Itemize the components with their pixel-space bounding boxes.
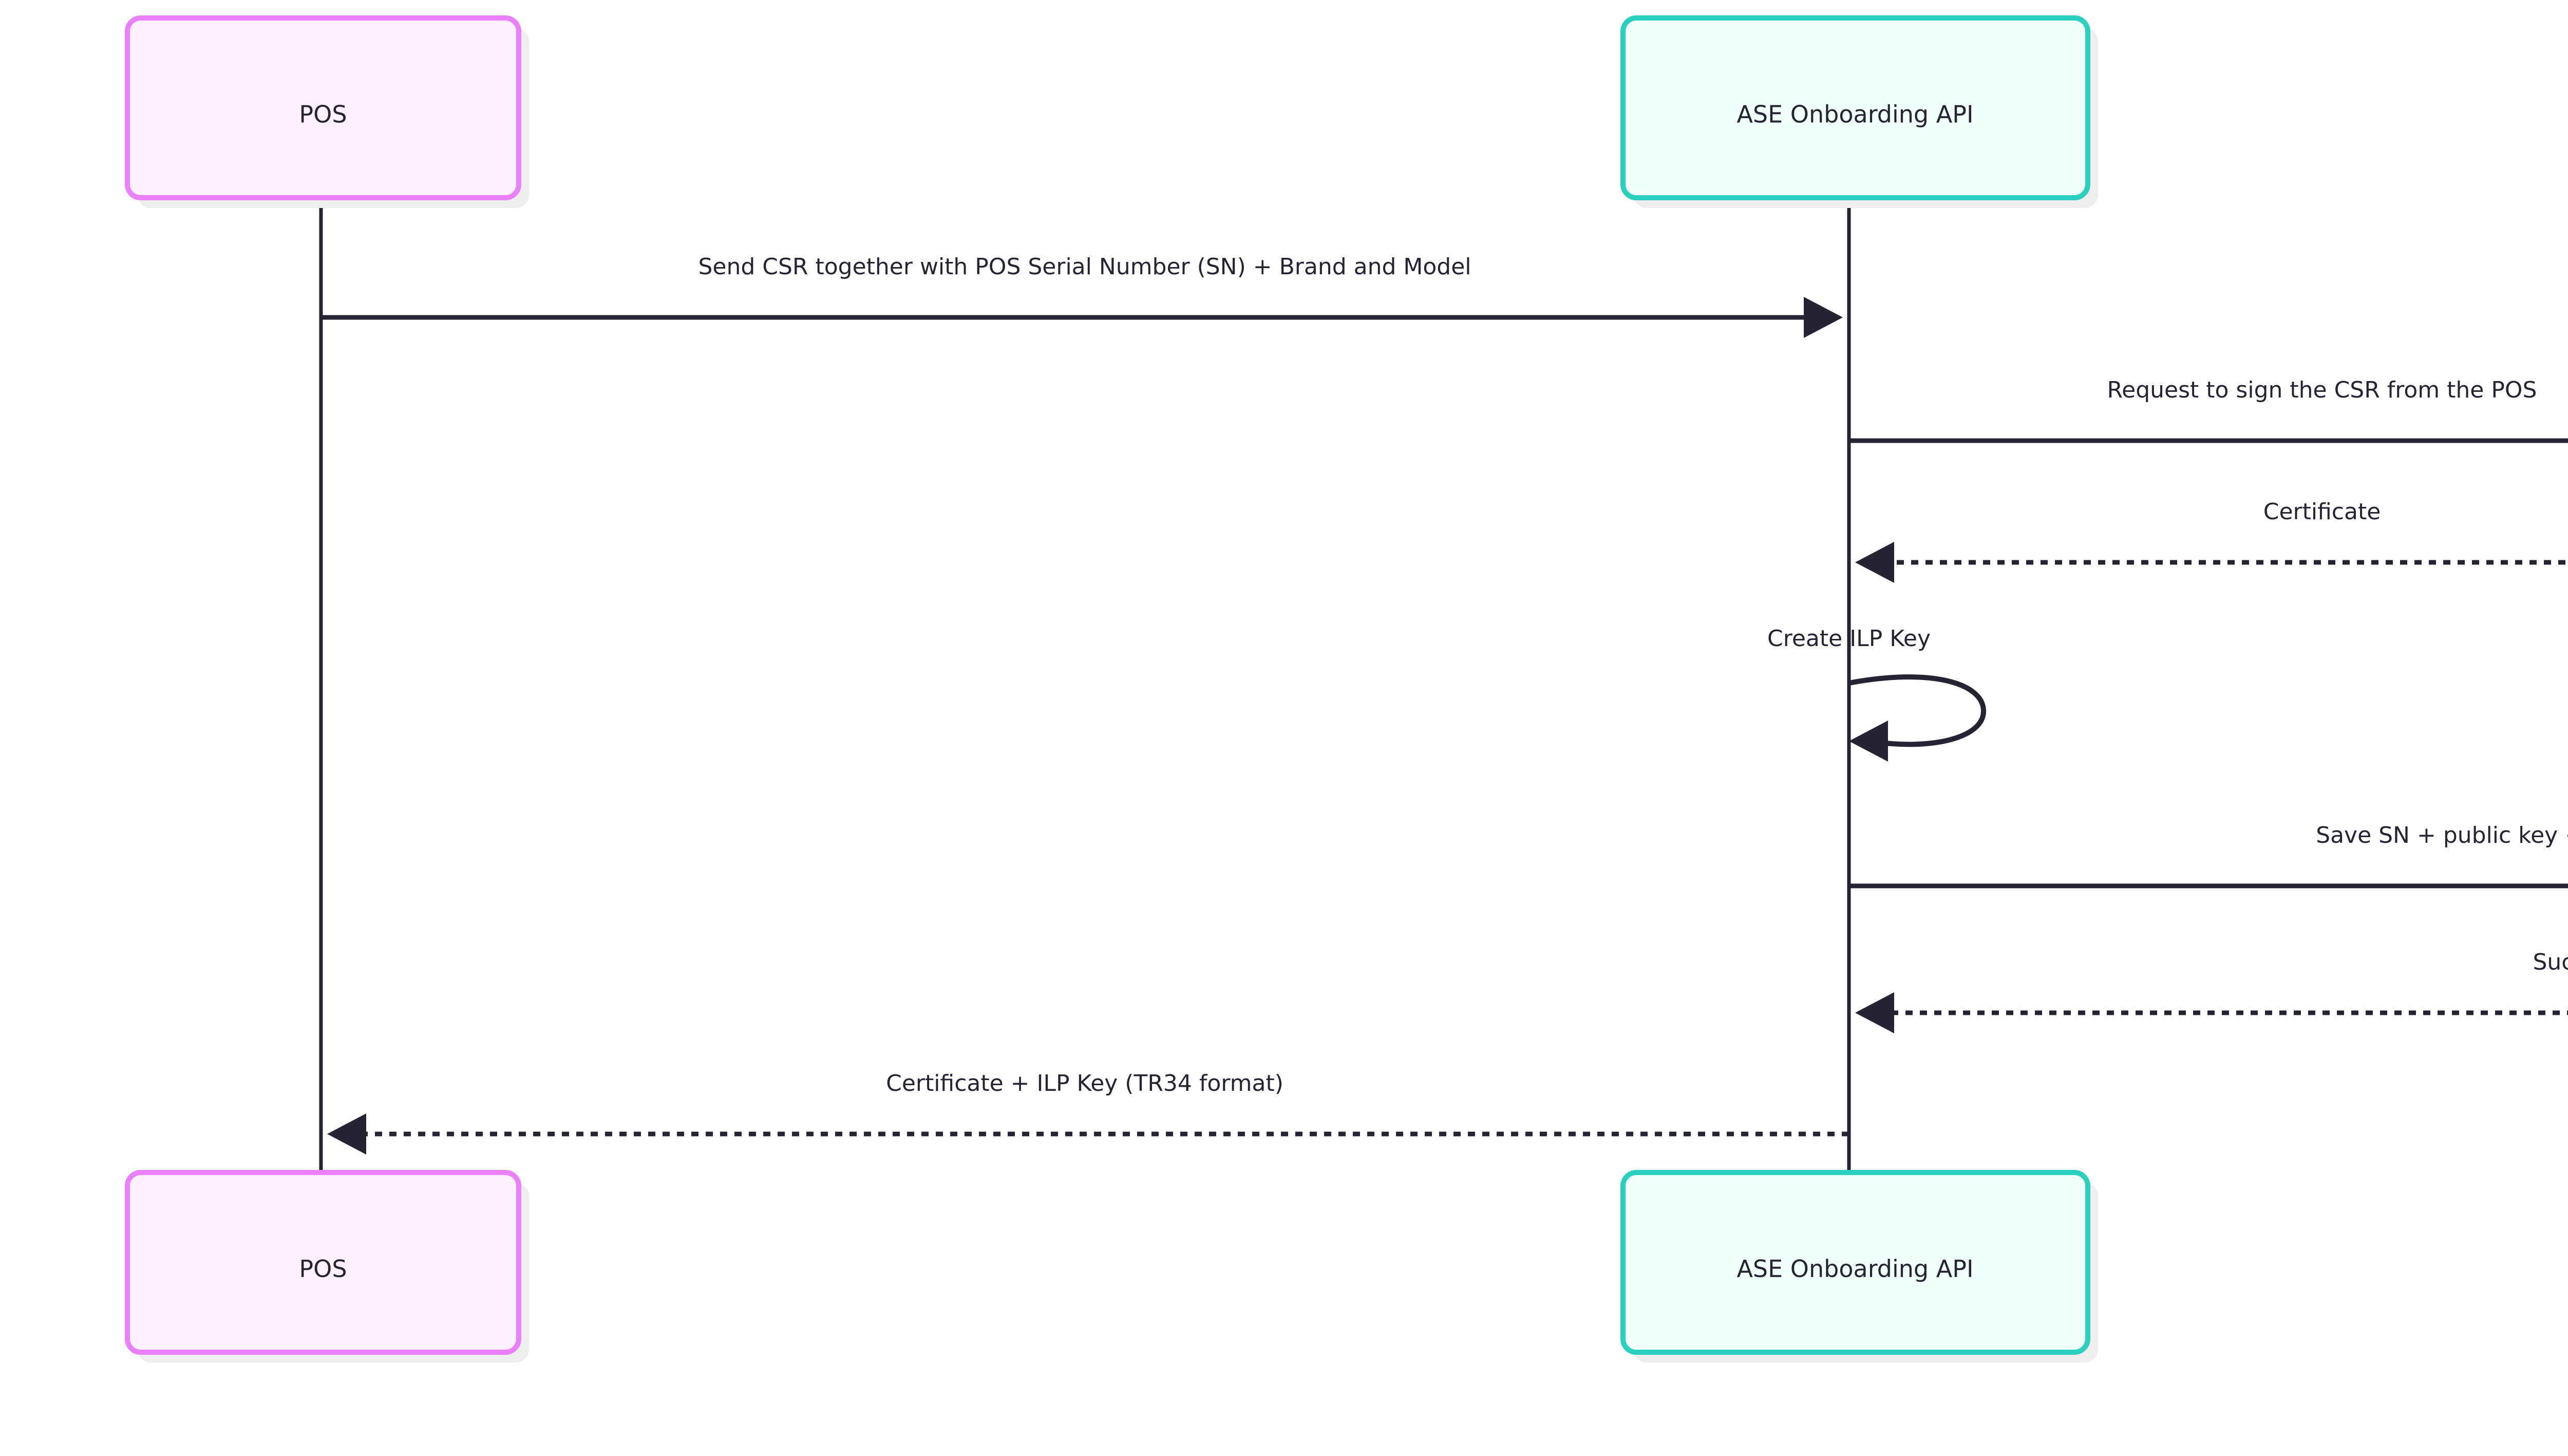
actor-box-rect — [125, 15, 521, 200]
actor-boxes-top: POS ASE Onboarding API ASE CA Database — [125, 15, 2098, 208]
actor-box-ase-onboarding-api-bottom[interactable]: ASE Onboarding API — [1620, 1170, 2098, 1363]
actor-box-rect — [1620, 1170, 2090, 1355]
arrow-head-left-icon — [1849, 721, 1888, 762]
message-label-5: Save SN + public key + ILP Key (Terminal… — [2316, 822, 2568, 848]
actor-label-pos-bottom: POS — [299, 1255, 347, 1283]
message-1-send-csr: Send CSR together with POS Serial Number… — [321, 254, 1843, 338]
message-2-request-sign-csr: Request to sign the CSR from the POS — [1849, 377, 2568, 443]
message-label-2: Request to sign the CSR from the POS — [2107, 377, 2537, 403]
message-label-1: Send CSR together with POS Serial Number… — [698, 254, 1471, 280]
message-label-7: Certificate + ILP Key (TR34 format) — [886, 1070, 1283, 1096]
arrow-head-left-icon — [1855, 542, 1894, 583]
arrow-head-right-icon — [1804, 297, 1843, 338]
actor-box-pos-bottom[interactable]: POS — [125, 1170, 529, 1363]
actor-box-rect — [1620, 15, 2090, 200]
self-loop-path — [1848, 674, 1987, 747]
message-label-6: Success — [2533, 949, 2568, 975]
actor-box-pos-top[interactable]: POS — [125, 15, 529, 208]
actor-boxes-bottom: POS ASE Onboarding API ASE CA Database — [125, 1170, 2098, 1363]
message-label-4: Create ILP Key — [1767, 626, 1931, 652]
arrow-head-left-icon — [1855, 992, 1894, 1033]
actor-label-ase-onboarding-api-top: ASE Onboarding API — [1736, 101, 1973, 128]
lifelines-group — [319, 198, 1851, 1173]
message-6-success: Success — [1855, 949, 2568, 1033]
actor-box-rect — [125, 1170, 521, 1355]
message-label-3: Certificate — [2263, 499, 2381, 525]
message-7-certificate-ilp-key: Certificate + ILP Key (TR34 format) — [327, 1070, 1849, 1155]
message-4-create-ilp-key: Create ILP Key — [1767, 626, 1987, 762]
message-3-certificate: Certificate — [1855, 499, 2568, 583]
actor-label-pos-top: POS — [299, 101, 347, 128]
arrow-head-left-icon — [327, 1113, 366, 1155]
actor-box-ase-onboarding-api-top[interactable]: ASE Onboarding API — [1620, 15, 2098, 208]
message-5-save-sn: Save SN + public key + ILP Key (Terminal… — [1849, 822, 2568, 888]
actor-label-ase-onboarding-api-bottom: ASE Onboarding API — [1736, 1255, 1973, 1283]
